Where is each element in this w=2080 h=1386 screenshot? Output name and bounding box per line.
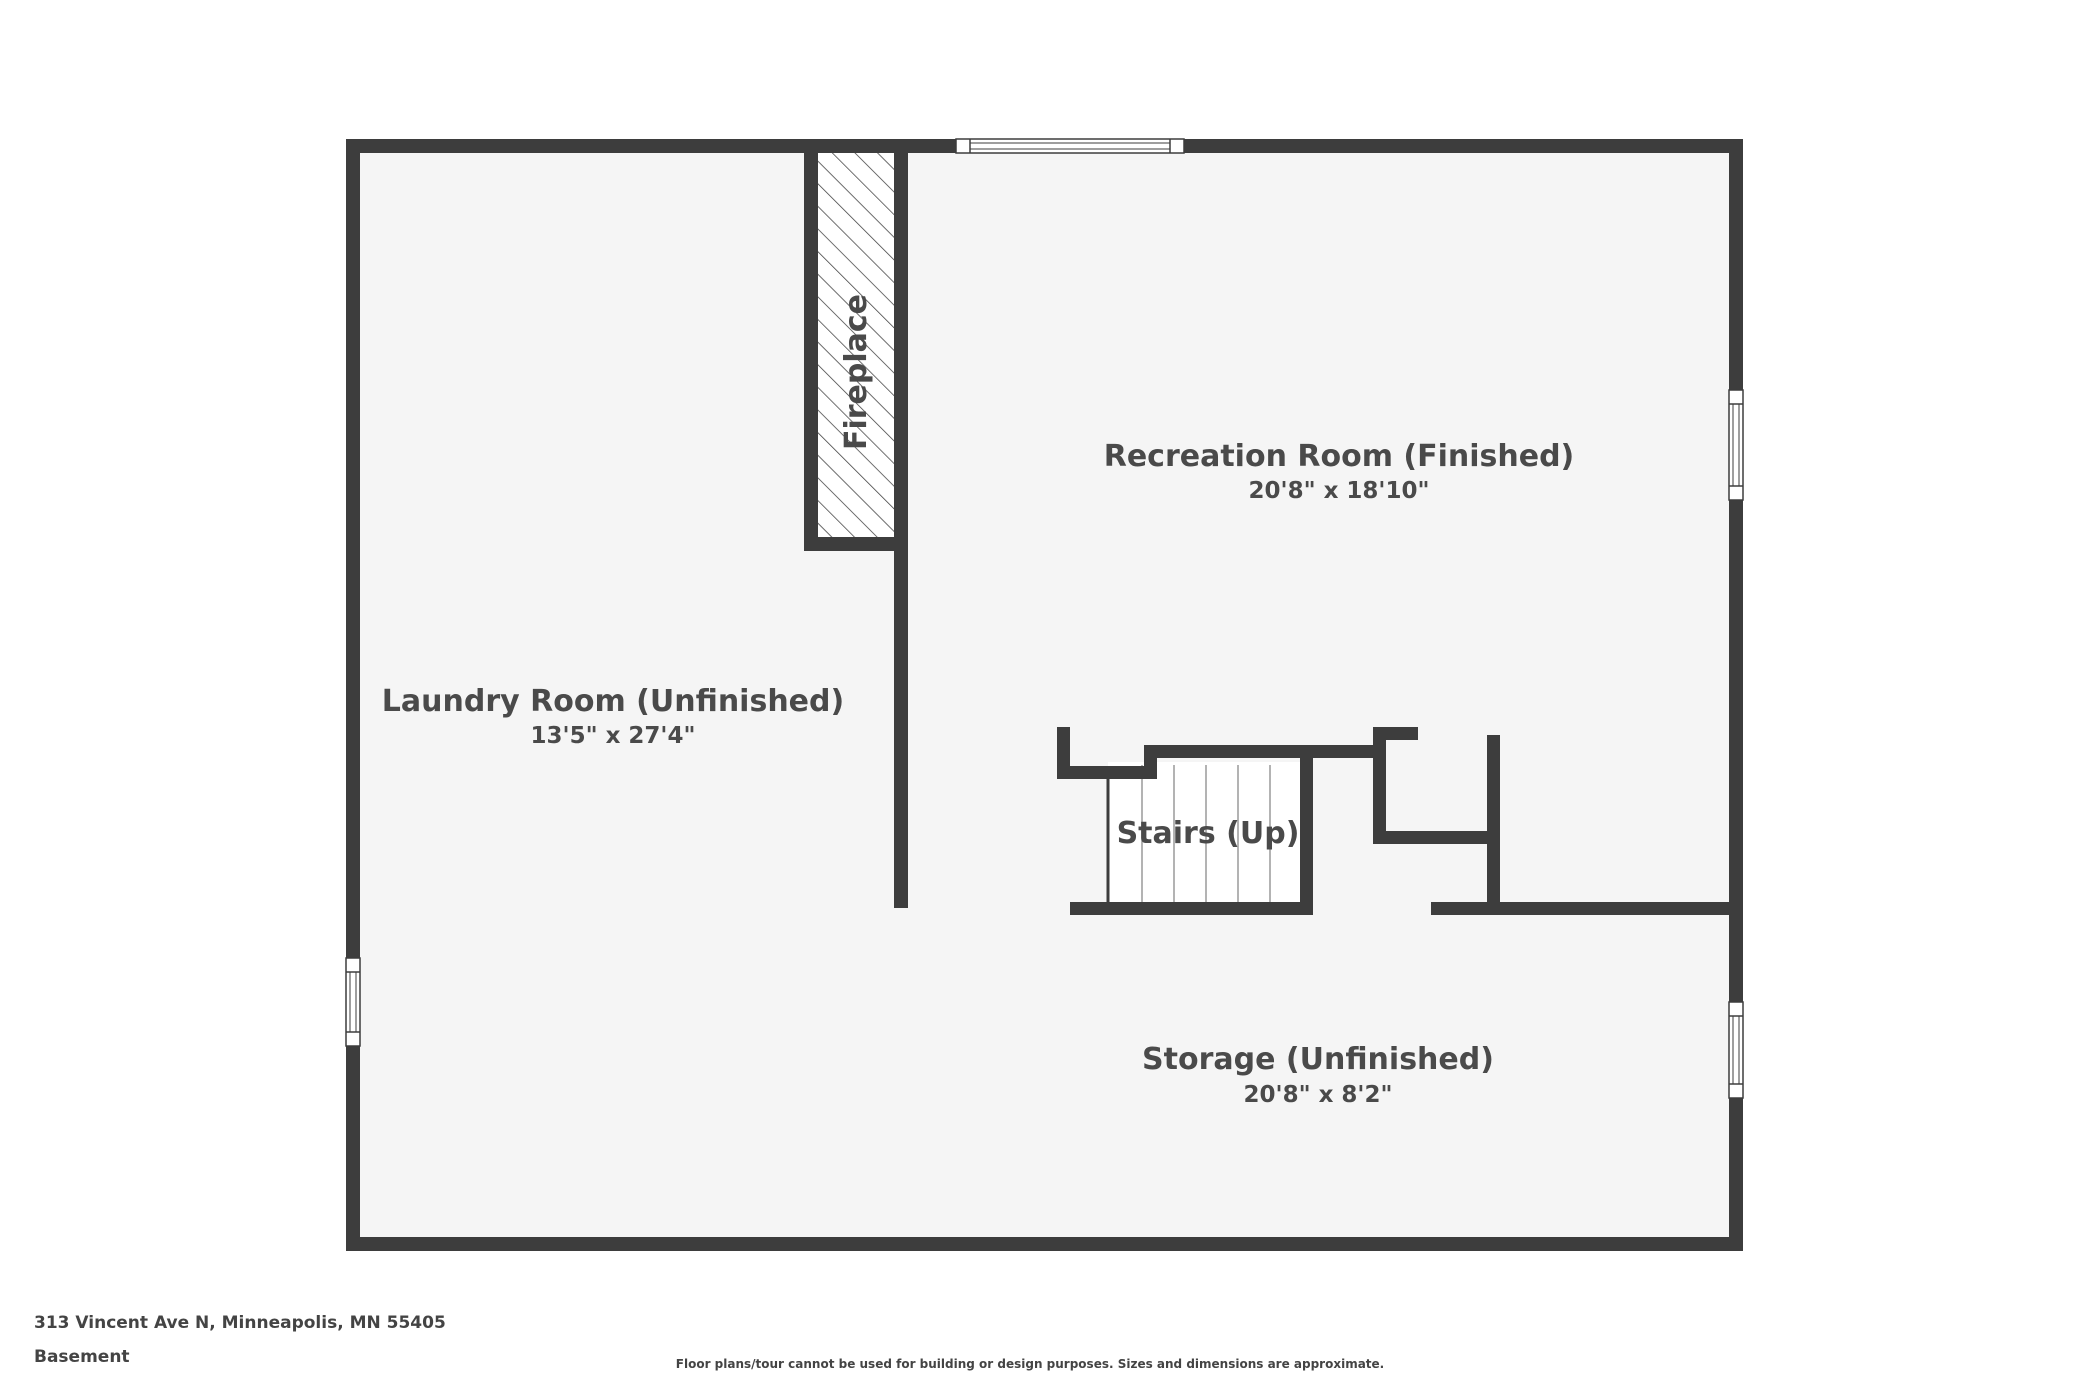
storage-room-dimensions: 20'8" x 8'2" (1244, 1082, 1393, 1108)
stairs (1106, 762, 1302, 908)
interior-walls-center (1057, 727, 1736, 915)
laundry-room-name: Laundry Room (Unfinished) (382, 684, 844, 719)
recreation-room-dimensions: 20'8" x 18'10" (1249, 478, 1430, 504)
property-address: 313 Vincent Ave N, Minneapolis, MN 55405 (34, 1313, 446, 1333)
interior-wall-laundry (894, 146, 908, 908)
stairs-label: Stairs (Up) (1117, 816, 1300, 851)
floor-area (353, 146, 1736, 1244)
laundry-room-dimensions: 13'5" x 27'4" (531, 723, 696, 749)
window-right-upper (1728, 389, 1744, 501)
fireplace (804, 139, 908, 551)
storage-room-name: Storage (Unfinished) (1142, 1042, 1494, 1077)
disclaimer-text: Floor plans/tour cannot be used for buil… (675, 1357, 1385, 1371)
floor-level-label: Basement (34, 1347, 130, 1367)
window-top (955, 138, 1185, 154)
fireplace-label: Fireplace (839, 294, 874, 450)
recreation-room-name: Recreation Room (Finished) (1104, 439, 1575, 474)
window-left (345, 957, 361, 1047)
window-right-lower (1728, 1001, 1744, 1099)
